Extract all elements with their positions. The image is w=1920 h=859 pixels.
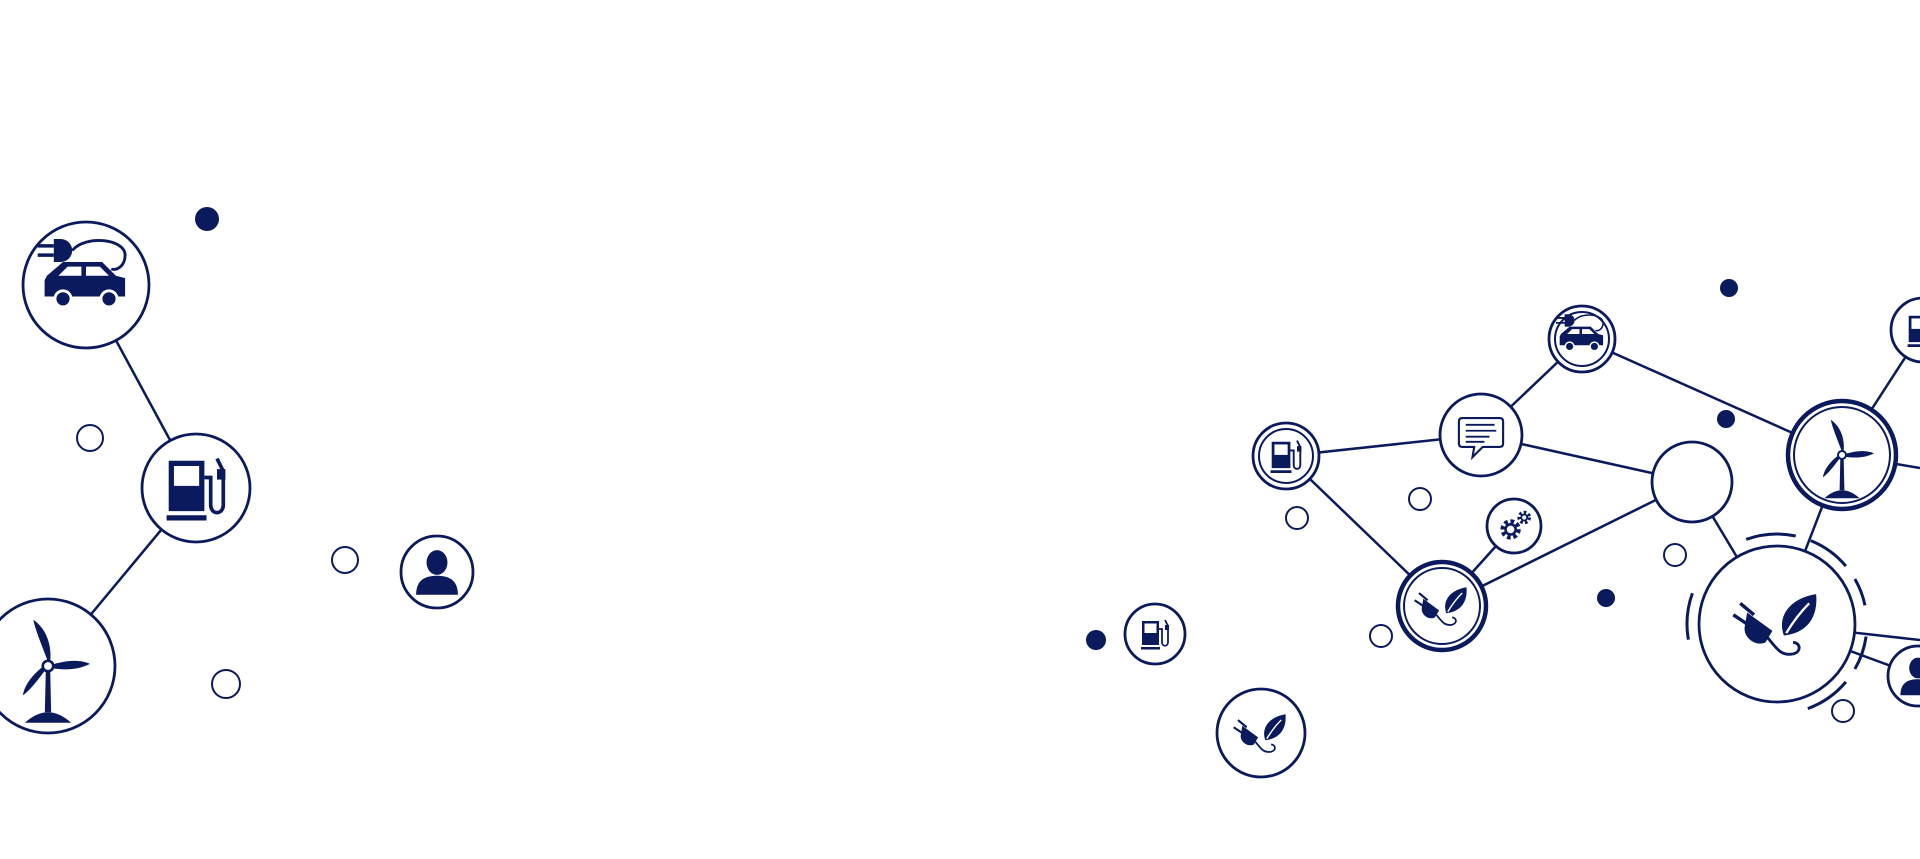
open-dot bbox=[1369, 624, 1393, 648]
node-ring bbox=[1395, 559, 1489, 653]
node-ring bbox=[1438, 392, 1524, 478]
node-ring bbox=[1650, 440, 1734, 524]
solid-dot bbox=[1086, 630, 1106, 650]
network-node bbox=[1485, 497, 1543, 555]
network-node bbox=[1889, 296, 1920, 364]
open-dot bbox=[1285, 506, 1309, 530]
node-ring bbox=[1215, 687, 1307, 779]
open-dot bbox=[1408, 487, 1432, 511]
network-node bbox=[1547, 304, 1617, 374]
network-node bbox=[1886, 644, 1920, 708]
solid-dot bbox=[1717, 410, 1735, 428]
node-orbit-arc bbox=[1807, 680, 1848, 711]
network-node bbox=[1785, 398, 1899, 512]
network-node bbox=[1438, 392, 1524, 478]
network-node bbox=[1251, 421, 1321, 491]
open-dot bbox=[1663, 543, 1687, 567]
node-inner-ring bbox=[1403, 567, 1481, 645]
node-inner-ring bbox=[1258, 428, 1314, 484]
network-nodes bbox=[0, 220, 1920, 779]
node-orbit-arc bbox=[1810, 539, 1848, 568]
connection-line bbox=[1441, 480, 1693, 608]
node-ring bbox=[1697, 544, 1857, 704]
network-node bbox=[1685, 532, 1868, 711]
solid-dot bbox=[195, 207, 219, 231]
network-node bbox=[1395, 559, 1489, 653]
node-inner-ring bbox=[1554, 311, 1610, 367]
network-node bbox=[0, 597, 117, 735]
network-node bbox=[399, 534, 475, 610]
node-orbit-arc bbox=[1685, 592, 1694, 640]
open-dot bbox=[331, 546, 359, 574]
network-node bbox=[1215, 687, 1307, 779]
solid-dot bbox=[1720, 279, 1738, 297]
node-inner-ring bbox=[1793, 406, 1891, 504]
network-node bbox=[21, 220, 151, 350]
node-orbit-arc bbox=[1745, 532, 1797, 541]
network-dots bbox=[76, 207, 1855, 723]
node-orbit-arc bbox=[1853, 578, 1867, 606]
network-node bbox=[1123, 602, 1187, 666]
open-dot bbox=[211, 669, 241, 699]
open-dot bbox=[76, 424, 104, 452]
open-dot bbox=[1831, 699, 1855, 723]
network-node bbox=[140, 432, 252, 544]
network-node bbox=[1650, 440, 1734, 524]
solid-dot bbox=[1597, 589, 1615, 607]
network-connections bbox=[47, 284, 1920, 678]
node-orbit-arc bbox=[1853, 636, 1868, 670]
